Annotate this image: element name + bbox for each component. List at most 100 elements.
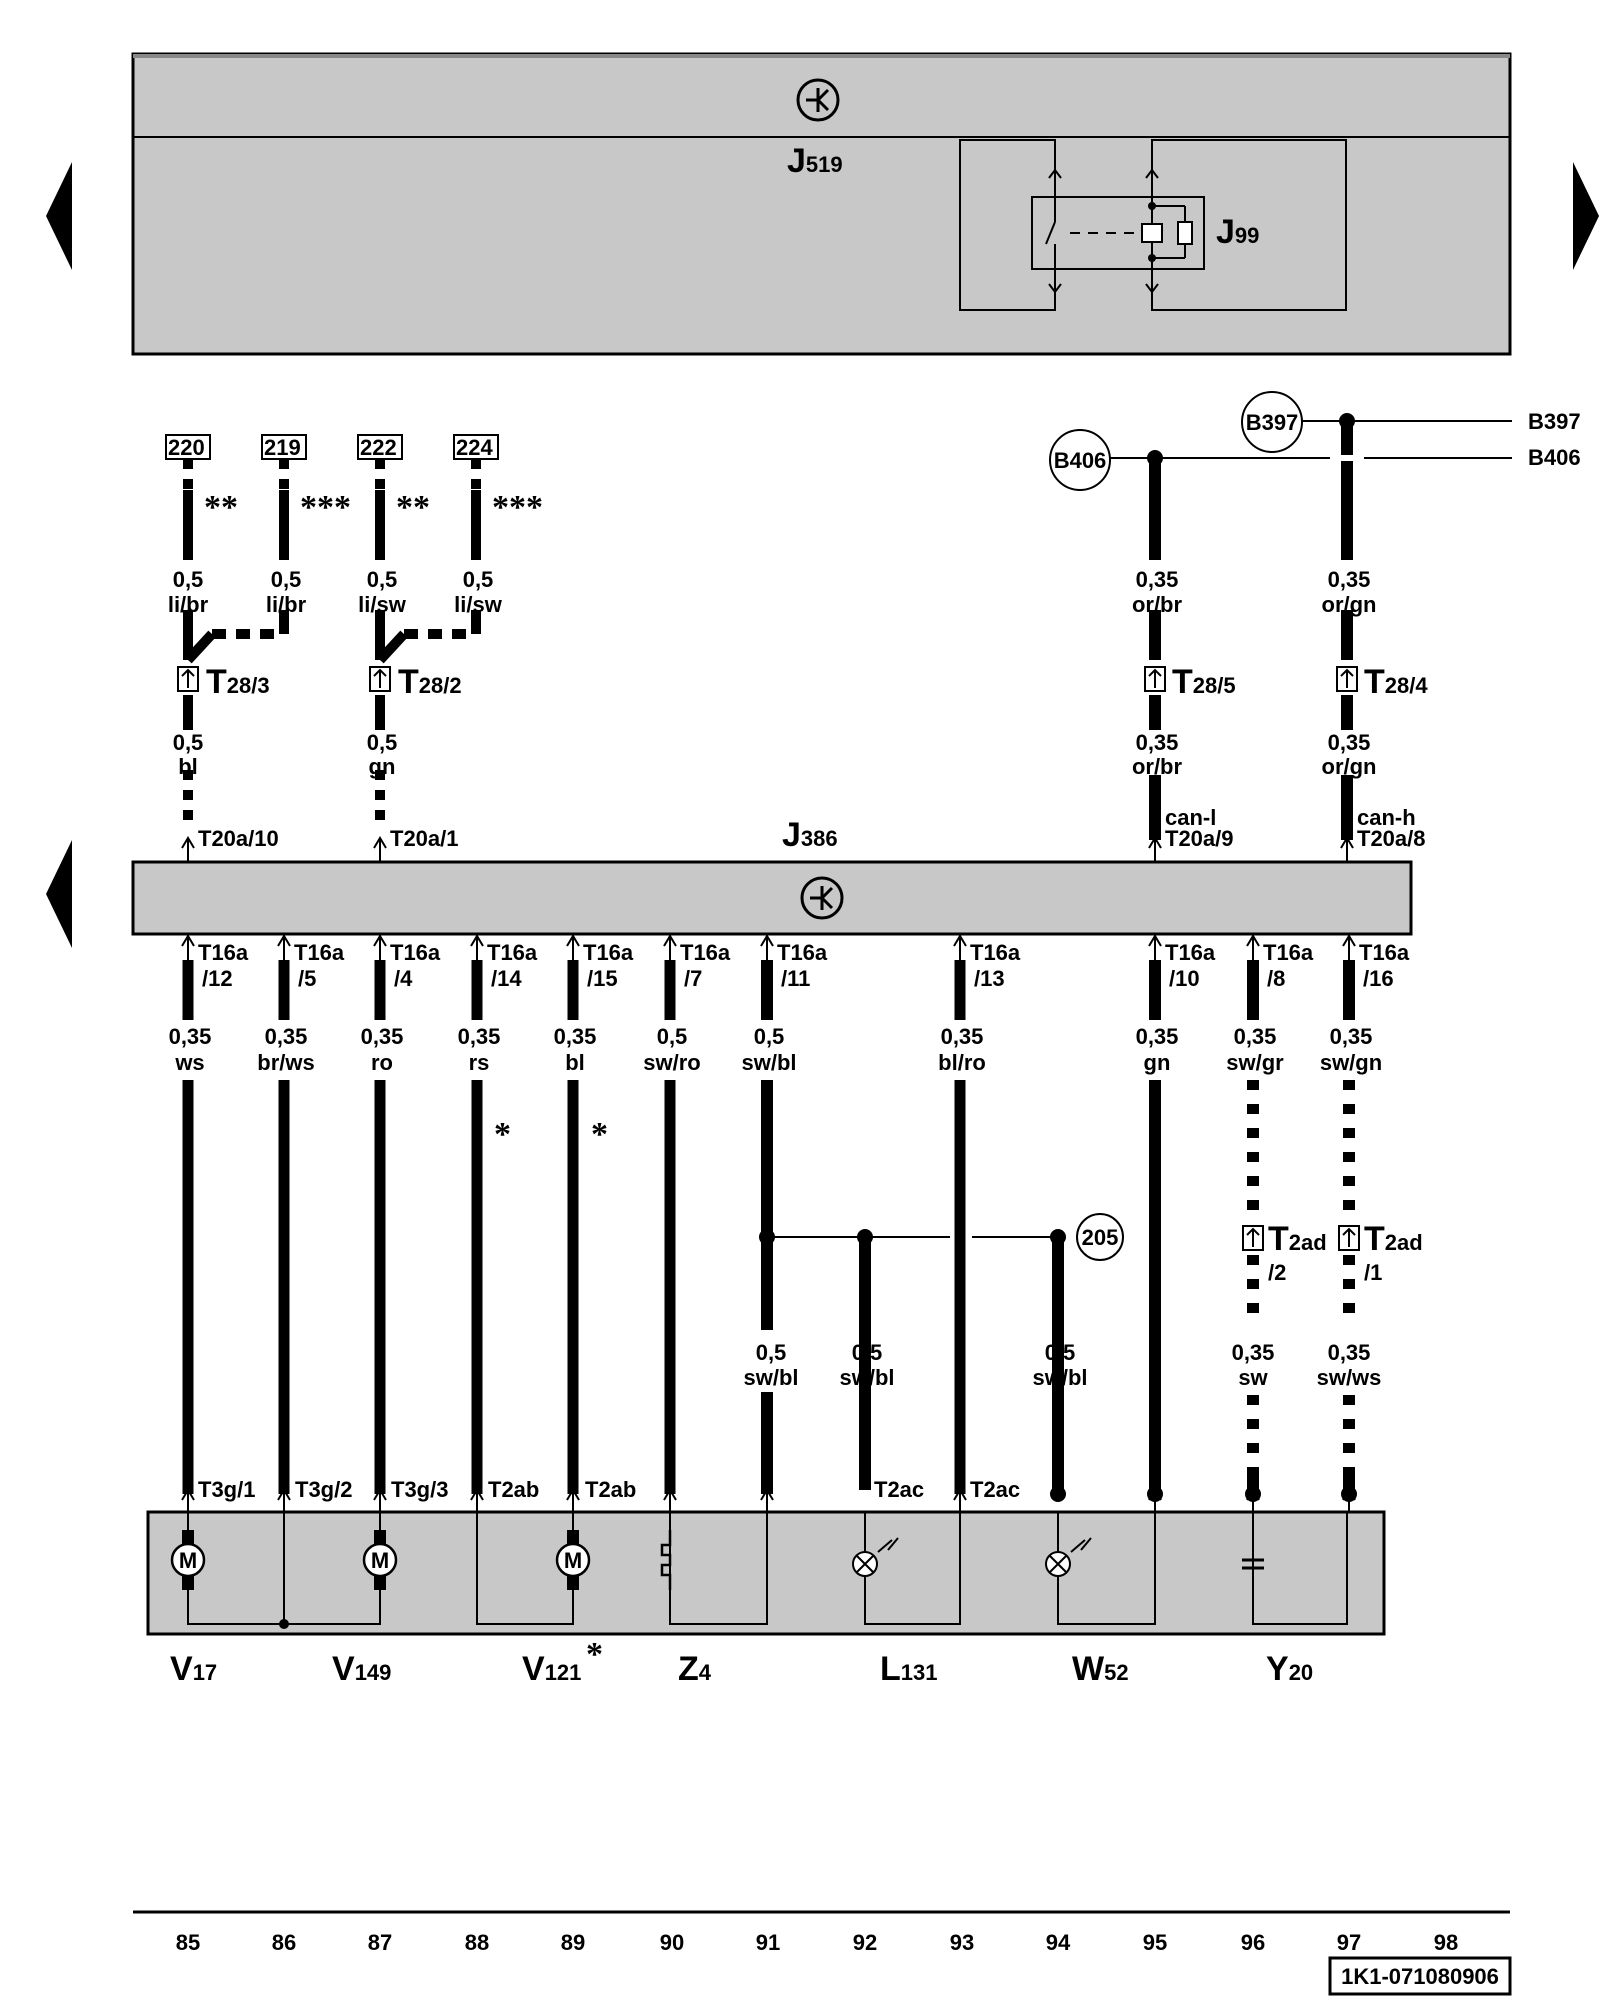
wire-size: 0,35: [1234, 1024, 1277, 1049]
connector-icon: [1144, 666, 1166, 692]
wire-color: sw/ro: [643, 1050, 700, 1075]
star-note-2: ***: [300, 489, 351, 526]
motor-icon: M: [555, 1530, 591, 1590]
ref-205: 205: [1082, 1225, 1119, 1250]
doc-code-box: [1328, 1956, 1512, 1996]
pin-t16a: T16a: [1263, 940, 1314, 965]
can-high-label: can-h: [1357, 805, 1416, 830]
column-number: 97: [1337, 1930, 1361, 1955]
wire-size: 0,5: [173, 730, 204, 755]
wire-size: 0,5: [367, 730, 398, 755]
wire-color: sw/ws: [1317, 1365, 1382, 1390]
wire-color: or/gn: [1322, 592, 1377, 617]
wire-size: 0,5: [657, 1024, 688, 1049]
junction-dot: [857, 1229, 873, 1245]
bottom-wire: T16a/7 0,5sw/ro: [643, 934, 731, 1512]
wire-size: 0,35: [169, 1024, 212, 1049]
wire-color: sw/bl: [1032, 1365, 1087, 1390]
junction-dot: [279, 1619, 289, 1629]
wire-size: 0,5: [367, 567, 398, 592]
prev-page-arrow-lower[interactable]: [46, 840, 72, 948]
ref-b406: B406: [1054, 448, 1107, 473]
column-number: 96: [1241, 1930, 1265, 1955]
pin-t16a-number: /16: [1363, 966, 1394, 991]
column-number: 91: [756, 1930, 780, 1955]
conn-t3g-1: T3g/1: [198, 1477, 255, 1502]
star-note-4: ***: [492, 489, 543, 526]
pin-t16a-number: /12: [202, 966, 233, 991]
wire-size: 0,5: [271, 567, 302, 592]
pin-t16a-number: /5: [298, 966, 316, 991]
junction-dot: [1147, 450, 1163, 466]
pin-t16a-number: /7: [684, 966, 702, 991]
column-number: 88: [465, 1930, 489, 1955]
prev-page-arrow[interactable]: [46, 162, 72, 270]
connector-icon: [1338, 1225, 1360, 1251]
wire-size: 0,35: [1136, 730, 1179, 755]
wire-color: li/sw: [358, 592, 407, 617]
wire-color: br/ws: [257, 1050, 314, 1075]
column-number: 85: [176, 1930, 200, 1955]
w52-label: W52: [1072, 1650, 1129, 1688]
pin-t16a: T16a: [1165, 940, 1216, 965]
pin-t16a: T16a: [777, 940, 828, 965]
j519-label: J519: [787, 142, 843, 180]
pin-t16a: T16a: [487, 940, 538, 965]
j386-control-unit: [131, 860, 1413, 936]
connector-icon: [1242, 1225, 1264, 1251]
wire-size: 0,5: [754, 1024, 785, 1049]
lamp-icon: [1045, 1537, 1092, 1577]
connector-t28-5: T28/5: [1172, 663, 1236, 701]
bottom-wire-group: T16a/120,35wsT16a/50,35br/wsT16a/40,35ro…: [169, 934, 1410, 1512]
pin-t16a: T16a: [680, 940, 731, 965]
wire-color: sw/bl: [743, 1365, 798, 1390]
column-number: 87: [368, 1930, 392, 1955]
v149-label: V149: [332, 1650, 391, 1688]
column-number: 93: [950, 1930, 974, 1955]
column-number: 86: [272, 1930, 296, 1955]
electronics-symbol-icon: [796, 78, 840, 122]
wire-color: gn: [369, 754, 396, 779]
column-number: 89: [561, 1930, 585, 1955]
wire-size: 0,5: [463, 567, 494, 592]
bus-label-b397: B397: [1528, 409, 1581, 434]
wire-color: bl/ro: [938, 1050, 986, 1075]
wire-color: rs: [469, 1050, 490, 1075]
connector-t2ad-2: T2ad: [1268, 1220, 1327, 1258]
junction-dot: [1339, 413, 1355, 429]
wire-size: 0,35: [554, 1024, 597, 1049]
connector-icon: [177, 666, 199, 692]
bottom-wire: T16a/110,5sw/bl: [741, 934, 828, 1512]
wire-size: 0,35: [1330, 1024, 1373, 1049]
wire-color: sw: [1238, 1365, 1268, 1390]
wire-color: sw/gr: [1226, 1050, 1284, 1075]
pin-t16a-number: /10: [1169, 966, 1200, 991]
column-number: 94: [1046, 1930, 1071, 1955]
doc-code: 1K1-071080906: [1341, 1964, 1499, 1989]
lamp-icon: [852, 1537, 899, 1577]
capacitor-icon: [1242, 1558, 1264, 1570]
wire-size: 0,35: [265, 1024, 308, 1049]
star-note-88: *: [494, 1116, 511, 1153]
can-low-label: can-l: [1165, 805, 1216, 830]
pin-t20a-10: T20a/10: [198, 826, 279, 851]
svg-text:M: M: [371, 1548, 389, 1573]
swbl-branch: [767, 1213, 1124, 1490]
z4-label: Z4: [678, 1650, 712, 1688]
pin-t16a: T16a: [294, 940, 345, 965]
wire-color: ro: [371, 1050, 393, 1075]
column-number: 90: [660, 1930, 684, 1955]
conn-t2ab-b: T2ab: [585, 1477, 636, 1502]
wire-color: sw/bl: [839, 1365, 894, 1390]
j519-control-unit: J519 J99: [131, 52, 1512, 356]
wire-size: 0,5: [852, 1340, 883, 1365]
conn-t2ac-b: T2ac: [970, 1477, 1020, 1502]
next-page-arrow[interactable]: [1573, 162, 1599, 270]
wire-color: or/br: [1132, 592, 1183, 617]
pin-t16a-number: /4: [394, 966, 413, 991]
connector-icon: [369, 666, 391, 692]
